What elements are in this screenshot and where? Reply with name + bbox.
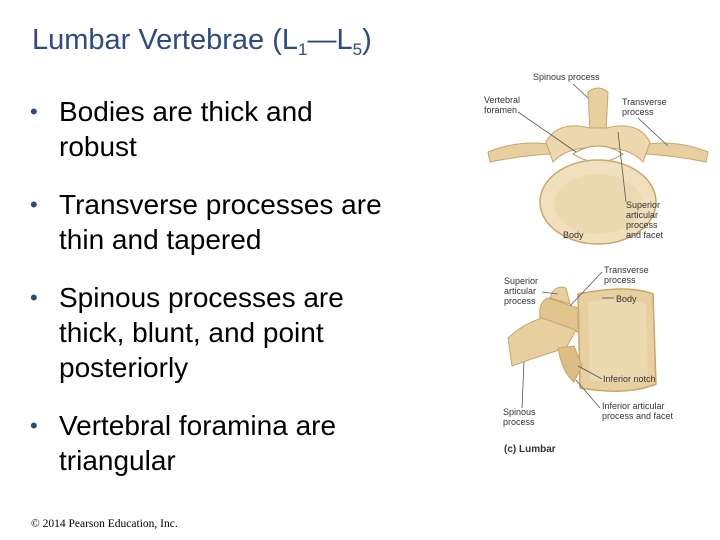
label-transverse-process-top-1: Transverse: [622, 97, 667, 107]
label-superior-articular-side-2: articular: [504, 286, 536, 296]
bullet-item-bodies: • Bodies are thick and robust: [30, 96, 313, 162]
label-superior-articular-top-4: and facet: [626, 230, 664, 240]
lumbar-vertebra-figure: Spinous process Vertebral foramen Transv…: [484, 72, 709, 455]
label-superior-articular-side-3: process: [504, 296, 536, 306]
bullet-icon: •: [30, 192, 38, 217]
bullet-item-spinous: • Spinous processes are thick, blunt, an…: [30, 282, 344, 383]
label-transverse-process-side-1: Transverse: [604, 265, 649, 275]
bullet-icon: •: [30, 99, 38, 124]
bullet-icon: •: [30, 285, 38, 310]
bullet-icon: •: [30, 413, 38, 438]
label-body-side: Body: [616, 294, 637, 304]
bullet-item-foramina: • Vertebral foramina are triangular: [30, 410, 337, 476]
label-transverse-process-top-2: process: [622, 107, 654, 117]
label-inferior-notch: Inferior notch: [603, 374, 656, 384]
bullet-list: • Bodies are thick and robust • Transver…: [28, 94, 468, 501]
label-superior-articular-top-3: process: [626, 220, 658, 230]
label-inferior-articular-1: Inferior articular: [602, 401, 665, 411]
label-spinous-process-side-1: Spinous: [503, 407, 536, 417]
label-superior-articular-top-2: articular: [626, 210, 658, 220]
vertebra-lateral-view: [507, 286, 657, 392]
label-body-top: Body: [563, 230, 584, 240]
figure-caption: (c) Lumbar: [504, 444, 556, 455]
label-spinous-process-side-2: process: [503, 417, 535, 427]
label-vertebral-foramen-2: foramen: [484, 105, 517, 115]
label-superior-articular-top-1: Superior: [626, 200, 660, 210]
label-vertebral-foramen-1: Vertebral: [484, 95, 520, 105]
slide-title: Lumbar Vertebrae (L1—L5): [32, 24, 372, 59]
copyright-notice: © 2014 Pearson Education, Inc.: [31, 518, 178, 530]
label-transverse-process-side-2: process: [604, 275, 636, 285]
label-superior-articular-side-1: Superior: [504, 276, 538, 286]
label-spinous-process-top: Spinous process: [533, 72, 600, 82]
label-inferior-articular-2: process and facet: [602, 411, 674, 421]
vertebra-superior-view: [487, 87, 709, 245]
bullet-item-transverse: • Transverse processes are thin and tape…: [30, 189, 382, 255]
